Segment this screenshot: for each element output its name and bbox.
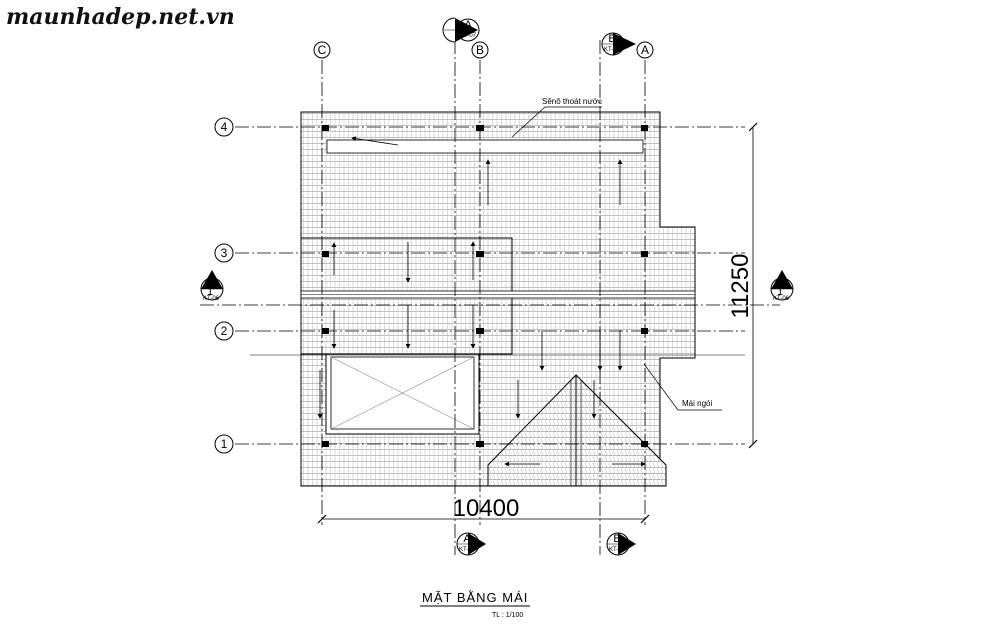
section-letter-right-1: 1 (777, 286, 783, 298)
roof-outline (300, 111, 696, 487)
grid-label-c: C (318, 43, 327, 57)
grid-label-3: 3 (221, 246, 228, 260)
gutter-label: Sênô thoát nước (542, 97, 602, 106)
dimension-width: 10400 (317, 495, 650, 524)
section-sheet-top-a: KT-07 (460, 33, 477, 39)
grid-bubble-2: 2 (214, 321, 234, 341)
section-sheet-top-b: KT-07 (604, 47, 621, 53)
section-marker-top-a: A KT-07 (442, 17, 480, 43)
grid-bubble-3: 3 (214, 243, 234, 263)
dimension-height: 11250 (727, 122, 758, 449)
grid-bubble-a: A (636, 41, 654, 59)
section-marker-left-1: 1 KT-06 (200, 270, 224, 302)
section-marker-bottom-a: A KT-07 (456, 532, 486, 556)
section-marker-top-b: B KT-07 (601, 32, 636, 56)
dimension-width-label: 10400 (453, 495, 520, 522)
grid-lines (200, 40, 780, 555)
grid-label-2: 2 (221, 324, 228, 338)
dimension-height-label: 11250 (727, 254, 754, 319)
grid-bubble-c: C (313, 41, 331, 59)
gutter-annotation: Sênô thoát nước (511, 97, 602, 138)
section-sheet-right-1: KT-06 (773, 296, 790, 302)
section-marker-right-1: 1 KT-06 (770, 270, 794, 302)
grid-label-a: A (641, 43, 649, 57)
roof-tile-label: Mái ngói (682, 399, 712, 408)
grid-bubble-b: B (471, 41, 489, 59)
section-sheet-bottom-a: KT-07 (459, 547, 476, 553)
section-letter-bottom-b: B (613, 533, 620, 545)
roof-tile-annotation: Mái ngói (643, 363, 722, 411)
slope-arrows (317, 136, 646, 467)
grid-bubble-4: 4 (214, 117, 234, 137)
column-marks (322, 125, 648, 447)
section-letter-top-a: A (464, 19, 472, 31)
section-letter-left-1: 1 (207, 286, 213, 298)
grid-label-1: 1 (221, 437, 228, 451)
drawing-title: MẶT BẰNG MÁI (422, 590, 528, 605)
section-sheet-bottom-b: KT-07 (609, 547, 626, 553)
section-marker-bottom-b: B KT-07 (606, 532, 636, 556)
grid-label-4: 4 (221, 120, 228, 134)
grid-bubble-1: 1 (214, 434, 234, 454)
drawing-title-block: MẶT BẰNG MÁI TL : 1/100 (420, 590, 530, 619)
section-letter-top-b: B (608, 33, 615, 45)
section-letter-bottom-a: A (463, 533, 471, 545)
drawing-scale: TL : 1/100 (492, 612, 523, 619)
watermark-logo: maunhadep.net.vn (6, 4, 235, 30)
grid-label-b: B (476, 43, 484, 57)
section-sheet-left-1: KT-06 (203, 296, 220, 302)
